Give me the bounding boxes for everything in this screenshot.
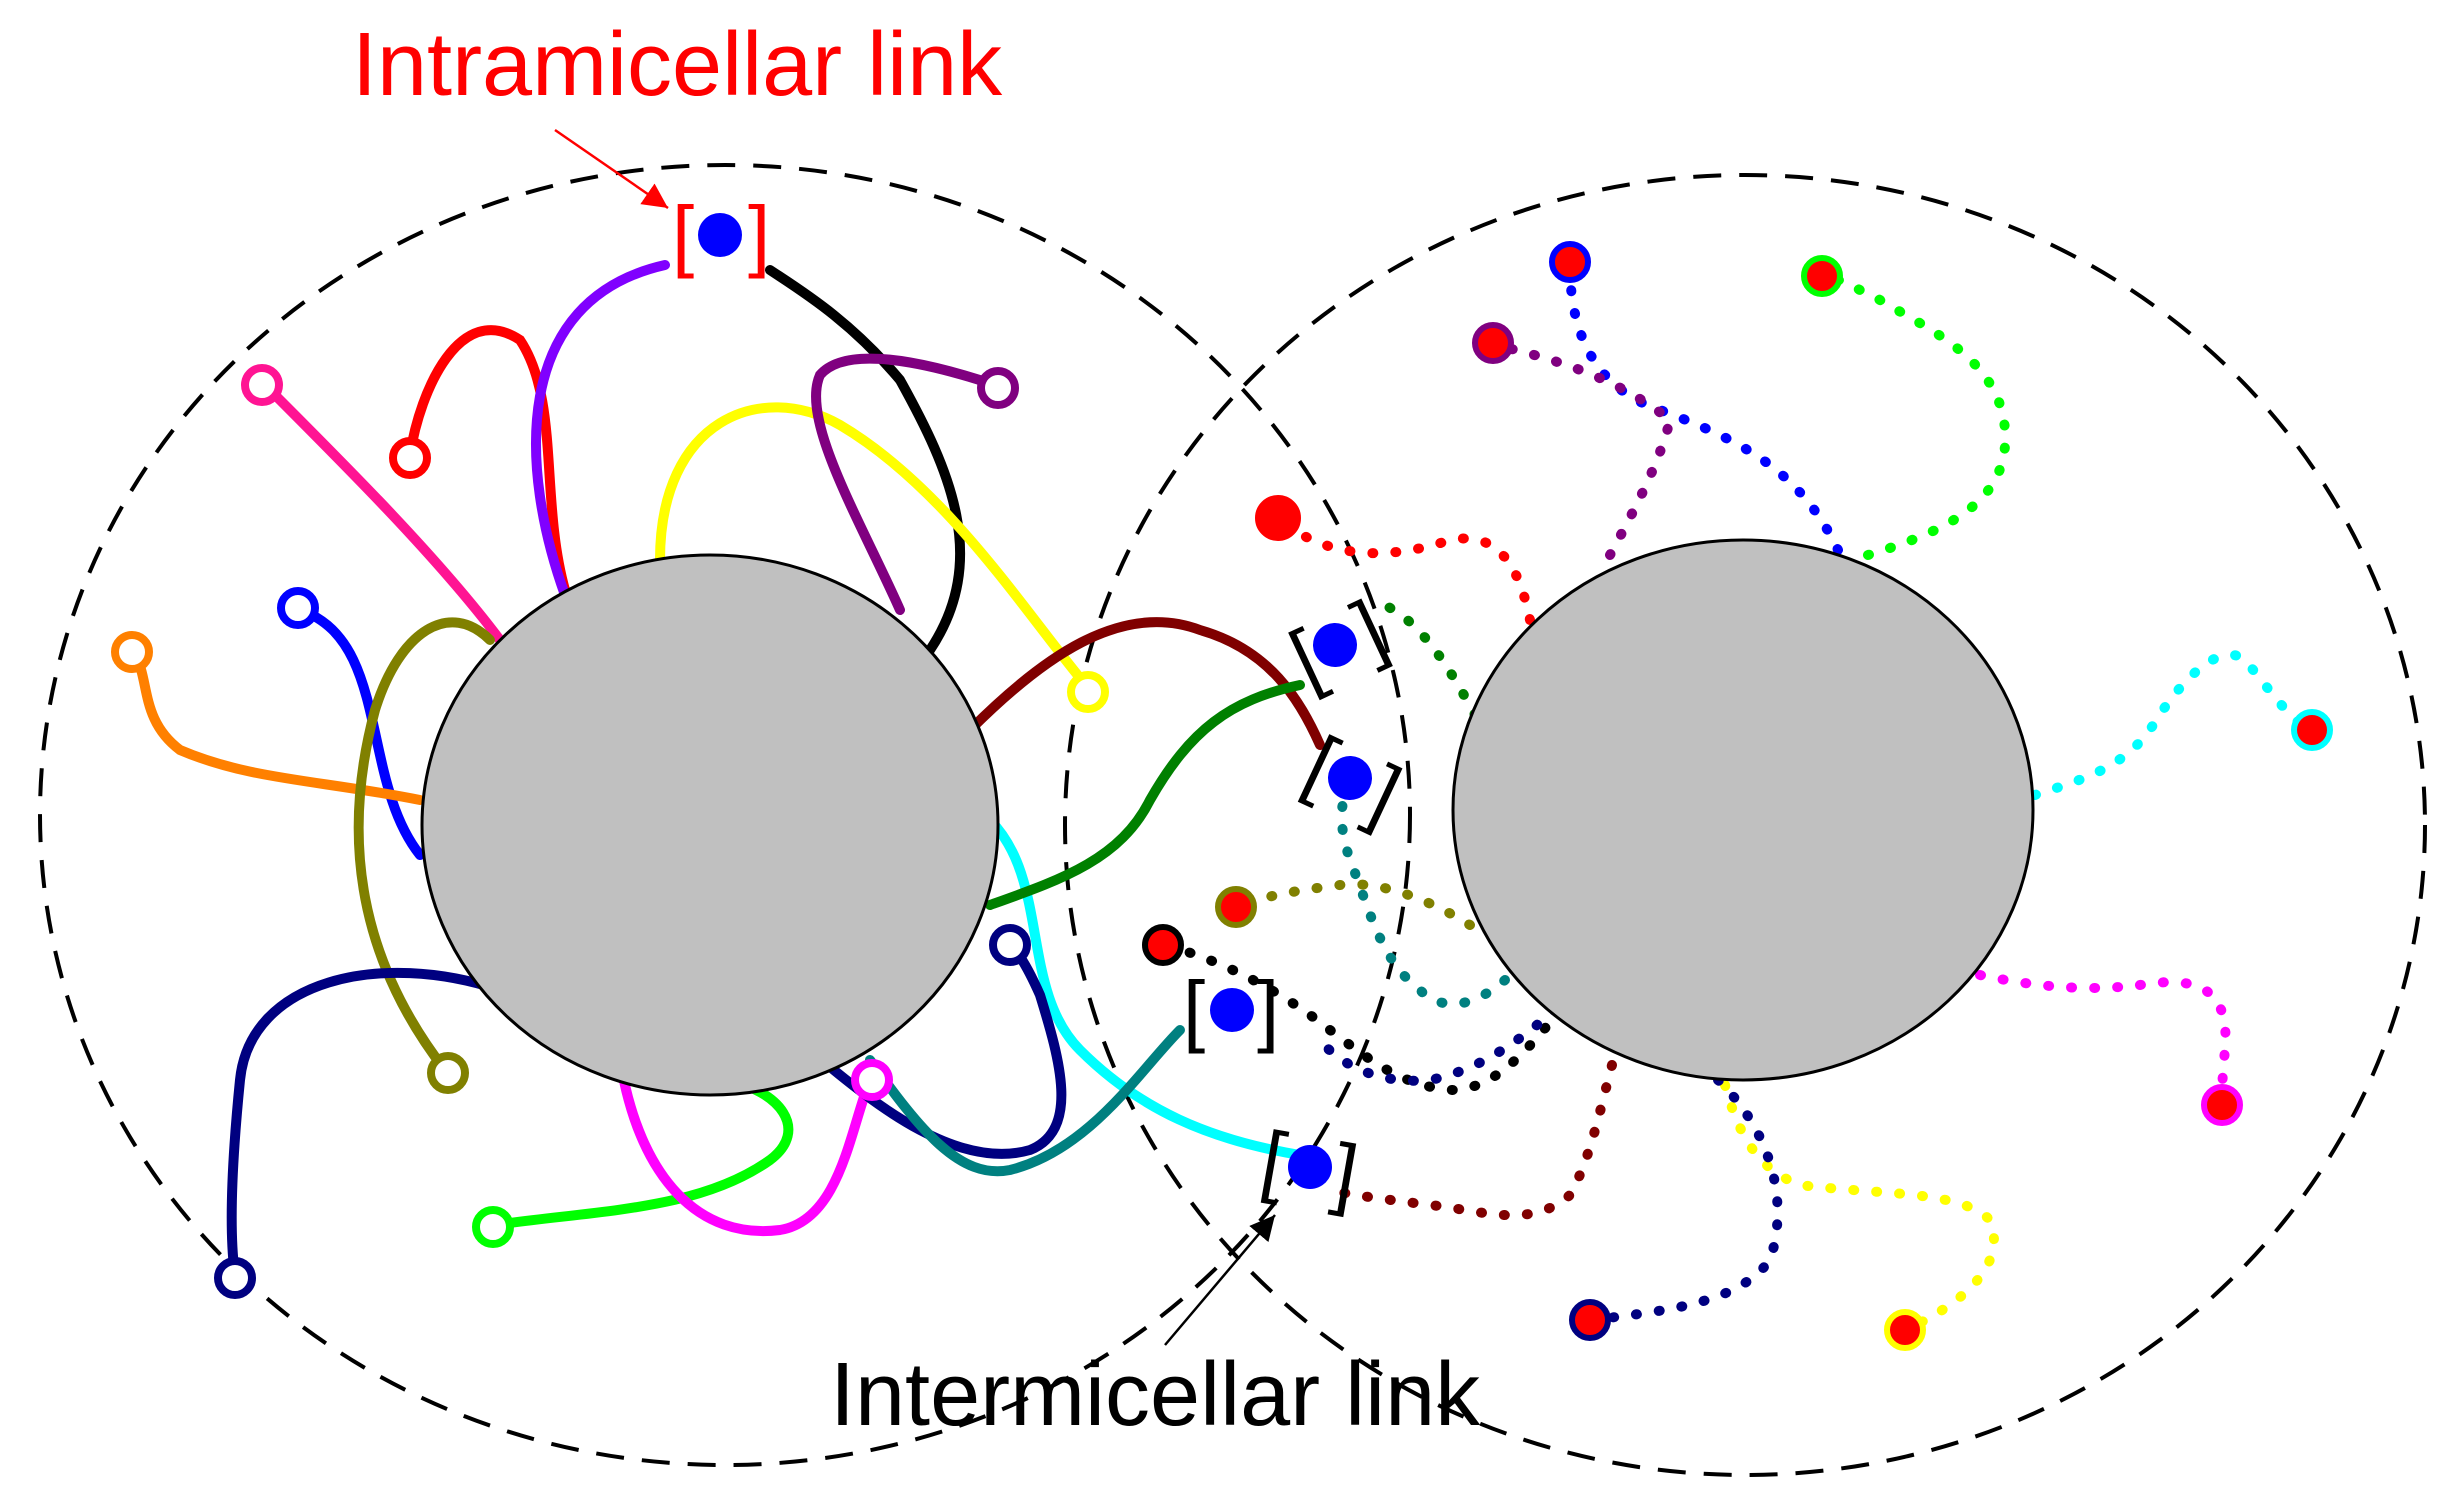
link-bead-2	[1328, 756, 1372, 800]
dotted-green	[1815, 270, 2011, 560]
end-olive	[427, 1052, 469, 1094]
dotted-navy-2	[1315, 1005, 1560, 1086]
end-navy	[214, 1257, 256, 1299]
dotted-teal	[1336, 790, 1510, 1009]
end-r-blue	[1549, 241, 1591, 283]
end-pink	[851, 1059, 893, 1101]
dotted-pink	[1975, 970, 2231, 1110]
chain-black	[765, 265, 965, 655]
end-r-pink	[2201, 1084, 2243, 1126]
end-dark-purple	[977, 367, 1019, 409]
end-r-green	[1801, 255, 1843, 297]
intramicellar-bead	[698, 213, 742, 257]
end-green	[472, 1206, 514, 1248]
dotted-purple	[1490, 340, 1676, 560]
chain-dark-purple	[811, 353, 1000, 615]
chain-magenta	[260, 380, 505, 645]
intramicellar-link: [ ]	[672, 190, 770, 279]
chain-purple	[531, 260, 670, 600]
right-chains	[1160, 260, 2315, 1335]
link-bead-1	[1313, 623, 1357, 667]
intramicellar-arrow	[554, 128, 669, 210]
bracket-close-4: ]	[1327, 1127, 1364, 1219]
chain-cyan	[985, 815, 1305, 1160]
dotted-yellow	[1720, 1080, 1999, 1335]
end-r-olive	[1215, 886, 1257, 928]
right-micelle-corona	[1063, 173, 2427, 1477]
end-r-navy	[1569, 1299, 1611, 1341]
chain-pink	[615, 1055, 875, 1237]
bracket-open-4: [	[1255, 1114, 1292, 1206]
end-r-red	[1255, 495, 1301, 541]
left-micelle-core	[420, 553, 1000, 1097]
right-chain-ends	[1142, 241, 2333, 1351]
right-micelle-core	[1451, 538, 2035, 1082]
chain-green	[490, 1075, 794, 1230]
bracket-open-3: [	[1183, 965, 1205, 1054]
bracket-close-red: ]	[748, 190, 770, 279]
intermicellar-arrow	[1164, 1214, 1276, 1346]
left-chain-ends	[111, 364, 1109, 1299]
bracket-open-red: [	[672, 190, 694, 279]
end-yellow	[1067, 671, 1109, 713]
end-r-yellow	[1884, 1309, 1926, 1351]
end-r-purple	[1472, 322, 1514, 364]
end-red	[389, 437, 431, 479]
dotted-dark-green	[1365, 595, 1480, 720]
dotted-blue	[1565, 260, 1843, 555]
dotted-navy	[1585, 1075, 1783, 1325]
chain-dark-green	[985, 680, 1305, 910]
end-magenta	[241, 364, 283, 406]
chain-red	[405, 325, 570, 595]
end-r-cyan	[2291, 709, 2333, 751]
chain-navy	[226, 967, 505, 1280]
chain-maroon	[965, 617, 1325, 750]
intramicellar-label: Intramicellar link	[352, 15, 1003, 115]
dotted-olive	[1235, 879, 1475, 930]
left-chains	[130, 260, 1325, 1280]
dotted-cyan	[2030, 649, 2315, 800]
dotted-red	[1275, 515, 1535, 625]
end-r-black	[1142, 924, 1184, 966]
chain-navy-2	[805, 940, 1067, 1159]
end-navy-2	[989, 924, 1031, 966]
bracket-close-3: ]	[1257, 965, 1279, 1054]
chain-orange	[130, 650, 425, 805]
chain-teal	[865, 1025, 1185, 1177]
chain-yellow	[655, 402, 1095, 695]
dotted-maroon	[1325, 1060, 1617, 1221]
end-blue	[277, 587, 319, 629]
link-bead-4	[1288, 1145, 1332, 1189]
left-micelle-corona	[38, 163, 1412, 1467]
link-bead-3	[1210, 988, 1254, 1032]
intermicellar-label: Intermicellar link	[830, 1345, 1481, 1445]
end-orange	[111, 631, 153, 673]
